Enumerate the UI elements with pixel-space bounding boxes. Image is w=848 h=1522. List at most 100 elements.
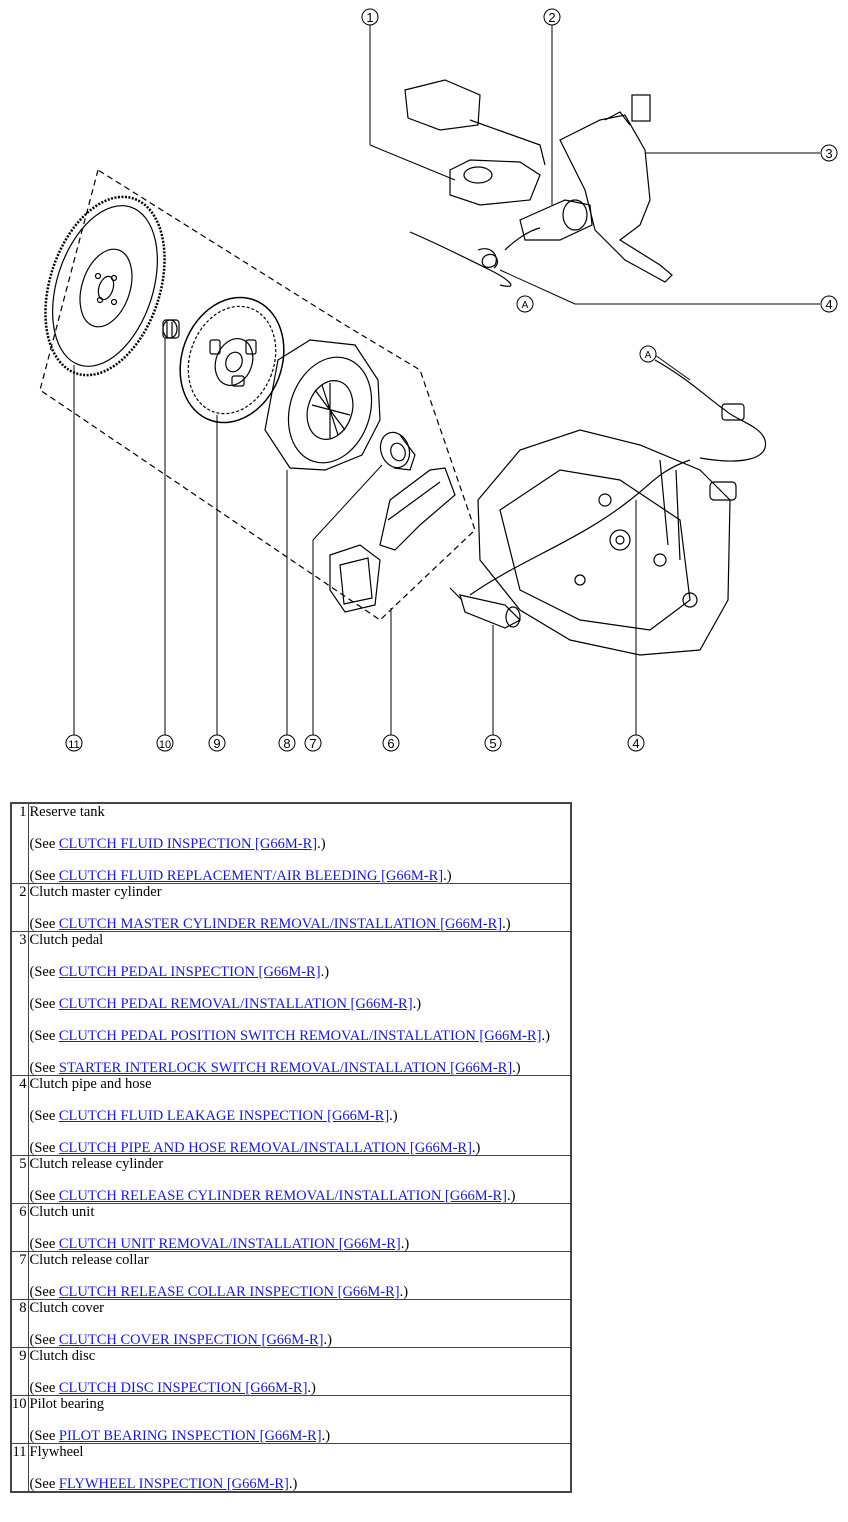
clutch-pipe-hose-drawing bbox=[469, 359, 767, 596]
reference-suffix: .) bbox=[321, 1428, 331, 1444]
part-number: 9 bbox=[10, 1347, 29, 1396]
callout-label-a-top: A bbox=[522, 300, 529, 311]
part-name: Clutch release collar bbox=[29, 1252, 149, 1268]
reference-line: (See CLUTCH PIPE AND HOSE REMOVAL/INSTAL… bbox=[30, 1140, 571, 1157]
part-number: 6 bbox=[10, 1203, 29, 1252]
clutch-pedal-drawing bbox=[559, 94, 673, 283]
part-description: Clutch release cylinder(See CLUTCH RELEA… bbox=[27, 1155, 572, 1205]
part-name: Clutch unit bbox=[29, 1204, 95, 1220]
part-number: 2 bbox=[10, 883, 29, 932]
reference-prefix: (See bbox=[29, 916, 59, 932]
part-number: 11 bbox=[10, 1443, 29, 1493]
reference-prefix: (See bbox=[29, 1028, 59, 1044]
reference-line: (See CLUTCH UNIT REMOVAL/INSTALLATION [G… bbox=[30, 1236, 571, 1253]
part-description: Reserve tank (See CLUTCH FLUID INSPECTION… bbox=[27, 802, 572, 884]
reference-link[interactable]: STARTER INTERLOCK SWITCH REMOVAL/INSTALL… bbox=[58, 1060, 513, 1076]
reference-prefix: (See bbox=[29, 1188, 59, 1204]
reference-link[interactable]: CLUTCH RELEASE CYLINDER REMOVAL/INSTALLA… bbox=[58, 1188, 507, 1204]
callout-label-8: 8 bbox=[283, 736, 290, 751]
reference-prefix: (See bbox=[29, 1060, 59, 1076]
reference-suffix: .) bbox=[320, 964, 330, 980]
part-description: Pilot bearing (See PILOT BEARING INSPECTI… bbox=[27, 1395, 572, 1445]
callout-circle-9 bbox=[208, 734, 226, 752]
reference-line: (See CLUTCH FLUID LEAKAGE INSPECTION [G6… bbox=[30, 1108, 571, 1125]
part-name: Clutch pedal bbox=[29, 932, 104, 948]
part-number: 5 bbox=[10, 1155, 29, 1204]
part-name: Clutch disc bbox=[29, 1348, 96, 1364]
callout-label-1: 1 bbox=[366, 10, 373, 25]
reference-prefix: (See bbox=[29, 1108, 59, 1124]
reference-link[interactable]: CLUTCH COVER INSPECTION [G66M-R] bbox=[58, 1332, 324, 1348]
callout-circle-11 bbox=[65, 734, 83, 752]
flywheel-drawing bbox=[44, 195, 166, 377]
callout-label-11: 11 bbox=[68, 739, 79, 751]
reference-link[interactable]: CLUTCH UNIT REMOVAL/INSTALLATION [G66M-R… bbox=[58, 1236, 401, 1252]
reference-link[interactable]: CLUTCH PEDAL REMOVAL/INSTALLATION [G66M-… bbox=[58, 996, 413, 1012]
reference-line: (See PILOT BEARING INSPECTION [G66M-R].) bbox=[30, 1428, 571, 1445]
reference-link[interactable]: CLUTCH PIPE AND HOSE REMOVAL/INSTALLATIO… bbox=[58, 1140, 472, 1156]
part-number: 3 bbox=[10, 931, 29, 1076]
reference-line: (See CLUTCH DISC INSPECTION [G66M-R].) bbox=[30, 1380, 571, 1397]
reference-suffix: .) bbox=[512, 1060, 521, 1076]
callout-circle-2 bbox=[543, 8, 561, 26]
part-number: 8 bbox=[10, 1299, 29, 1348]
reference-link[interactable]: CLUTCH FLUID REPLACEMENT/AIR BLEEDING [G… bbox=[58, 868, 444, 884]
callout-label-4-top: 4 bbox=[825, 297, 832, 312]
reference-prefix: (See bbox=[29, 1140, 59, 1156]
callout-label-5: 5 bbox=[489, 736, 496, 751]
reference-prefix: (See bbox=[29, 1428, 59, 1444]
reference-link[interactable]: CLUTCH MASTER CYLINDER REMOVAL/INSTALLAT… bbox=[58, 916, 503, 932]
part-name: Pilot bearing bbox=[29, 1396, 105, 1412]
callout-label-9: 9 bbox=[213, 736, 220, 751]
callout-circle-a-bottom bbox=[639, 345, 657, 363]
callout-circle-4-bottom bbox=[627, 734, 645, 752]
callout-circle-a-top bbox=[516, 295, 534, 313]
reference-prefix: (See bbox=[29, 1236, 59, 1252]
reference-link[interactable]: PILOT BEARING INSPECTION [G66M-R] bbox=[58, 1428, 322, 1444]
reference-link[interactable]: CLUTCH FLUID LEAKAGE INSPECTION [G66M-R] bbox=[58, 1108, 390, 1124]
reference-line: (See CLUTCH RELEASE CYLINDER REMOVAL/INS… bbox=[30, 1188, 571, 1205]
reference-suffix: .) bbox=[506, 1188, 516, 1204]
reference-link[interactable]: CLUTCH PEDAL INSPECTION [G66M-R] bbox=[58, 964, 321, 980]
reference-prefix: (See bbox=[29, 836, 59, 852]
reference-link[interactable]: CLUTCH DISC INSPECTION [G66M-R] bbox=[58, 1380, 308, 1396]
part-description: Clutch unit (See CLUTCH UNIT REMOVAL/INST… bbox=[27, 1203, 572, 1253]
clutch-unit-dashed-boundary bbox=[39, 169, 476, 621]
callout-circle-1 bbox=[361, 8, 379, 26]
reference-prefix: (See bbox=[29, 1332, 59, 1348]
callout-label-10: 10 bbox=[159, 739, 171, 751]
callout-circle-8 bbox=[278, 734, 296, 752]
callout-circle-10 bbox=[156, 734, 174, 752]
part-number: 10 bbox=[10, 1395, 29, 1444]
callout-label-4-bottom: 4 bbox=[632, 736, 639, 751]
reference-link[interactable]: FLYWHEEL INSPECTION [G66M-R] bbox=[58, 1476, 289, 1492]
reference-suffix: .) bbox=[399, 1284, 409, 1300]
callout-circle-7 bbox=[304, 734, 322, 752]
part-name: Flywheel bbox=[29, 1444, 84, 1460]
reference-suffix: .) bbox=[541, 1028, 550, 1044]
transaxle-housing-drawing bbox=[477, 429, 737, 656]
reference-prefix: (See bbox=[29, 964, 59, 980]
release-cylinder-drawing bbox=[449, 587, 521, 629]
callout-circle-4-top bbox=[820, 295, 838, 313]
reference-link[interactable]: CLUTCH FLUID INSPECTION [G66M-R] bbox=[58, 836, 318, 852]
part-name: Reserve tank bbox=[29, 804, 105, 820]
reference-line: (See CLUTCH MASTER CYLINDER REMOVAL/INST… bbox=[30, 916, 571, 933]
part-description: Clutch pedal (See CLUTCH PEDAL INSPECTION… bbox=[27, 931, 572, 1076]
reference-suffix: .) bbox=[323, 1332, 332, 1348]
reference-prefix: (See bbox=[29, 996, 59, 1012]
reference-link[interactable]: CLUTCH PEDAL POSITION SWITCH REMOVAL/INS… bbox=[58, 1028, 542, 1044]
callout-label-6: 6 bbox=[387, 736, 394, 751]
part-description: Clutch disc (See CLUTCH DISC INSPECTION [… bbox=[27, 1347, 572, 1397]
reference-suffix: .) bbox=[389, 1108, 398, 1124]
pilot-bearing-drawing bbox=[162, 319, 180, 339]
reference-link[interactable]: CLUTCH RELEASE COLLAR INSPECTION [G66M-R… bbox=[58, 1284, 400, 1300]
reference-prefix: (See bbox=[29, 1284, 59, 1300]
reference-line: (See CLUTCH PEDAL REMOVAL/INSTALLATION [… bbox=[30, 996, 571, 1013]
reference-suffix: .) bbox=[317, 836, 326, 852]
